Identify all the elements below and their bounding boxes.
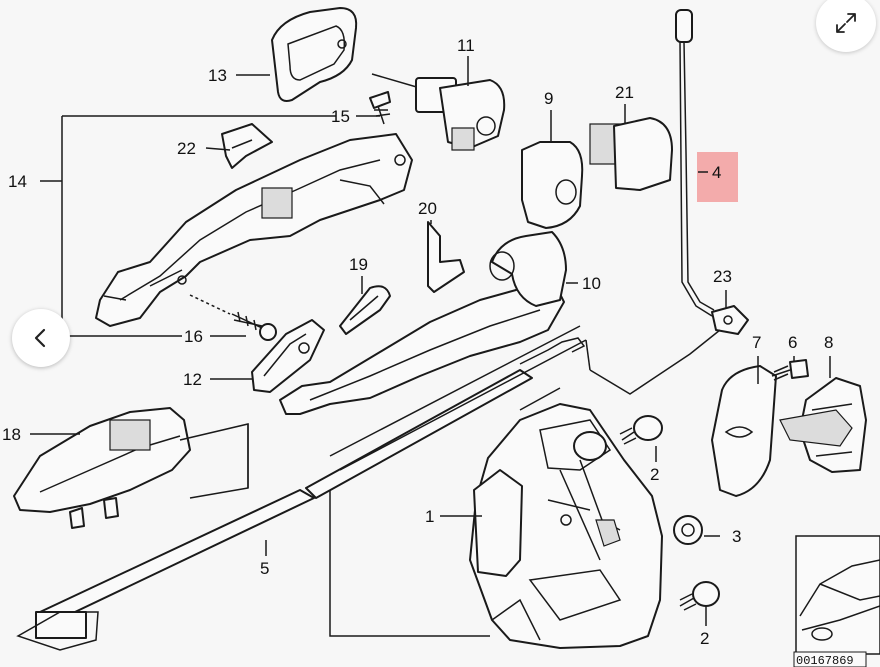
label-7: 7: [752, 333, 761, 352]
label-10: 10: [582, 274, 601, 293]
label-20: 20: [418, 199, 437, 218]
label-12: 12: [183, 370, 202, 389]
part-11-lock-cylinder[interactable]: [371, 73, 506, 151]
expand-arrows-icon: [836, 13, 856, 33]
previous-image-button[interactable]: [12, 309, 70, 367]
label-11: 11: [457, 36, 475, 55]
part-5-rod[interactable]: [16, 325, 591, 651]
reference-number: 00167869: [796, 654, 854, 667]
part-16-screw[interactable]: [189, 294, 277, 341]
label-23: 23: [713, 267, 732, 286]
label-4: 4: [712, 163, 721, 182]
part-12-seal[interactable]: [251, 319, 325, 393]
part-10-outer-handle[interactable]: [279, 231, 567, 415]
label-14: 14: [8, 172, 27, 191]
label-8: 8: [824, 333, 833, 352]
part-8-striker[interactable]: [779, 377, 867, 473]
part-2-screw-top[interactable]: [619, 415, 663, 445]
part-4-rod[interactable]: [675, 9, 715, 317]
part-9-end-cap[interactable]: [521, 141, 584, 229]
part-labels: 14 13 11 15 9 21 22 20 19 10 16 12 18 1 …: [2, 36, 833, 648]
label-2-bottom: 2: [700, 629, 709, 648]
part-3-grommet[interactable]: [673, 515, 703, 545]
part-2-screw-bottom[interactable]: [679, 581, 720, 611]
part-19-clip[interactable]: [339, 285, 391, 335]
part-15-screw[interactable]: [369, 91, 391, 125]
part-22-bracket[interactable]: [221, 123, 273, 169]
label-9: 9: [544, 89, 553, 108]
label-16: 16: [184, 327, 203, 346]
vehicle-thumbnail: 00167869: [793, 535, 880, 667]
label-21: 21: [615, 83, 634, 102]
part-13-gasket[interactable]: [271, 7, 358, 102]
part-23-clip[interactable]: [711, 305, 749, 335]
part-18-inner-handle[interactable]: [13, 407, 249, 529]
part-14-handle-carrier[interactable]: [95, 133, 413, 327]
label-6: 6: [788, 333, 797, 352]
chevron-left-icon: [34, 328, 46, 348]
label-13: 13: [208, 66, 227, 85]
label-3: 3: [732, 527, 741, 546]
expand-image-button[interactable]: [816, 0, 876, 52]
label-15: 15: [331, 107, 350, 126]
part-20-clip[interactable]: [427, 221, 465, 293]
leader-lines: [30, 56, 831, 626]
label-22: 22: [177, 139, 196, 158]
label-1: 1: [425, 507, 434, 526]
label-5: 5: [260, 559, 269, 578]
highlight-part-4[interactable]: [697, 152, 738, 202]
label-18: 18: [2, 425, 21, 444]
label-19: 19: [349, 255, 368, 274]
part-7-cover[interactable]: [711, 365, 777, 497]
part-6-screw[interactable]: [771, 359, 809, 381]
label-2-top: 2: [650, 465, 659, 484]
part-1-lock-assembly[interactable]: [329, 403, 663, 649]
part-21-cap[interactable]: [589, 117, 673, 191]
